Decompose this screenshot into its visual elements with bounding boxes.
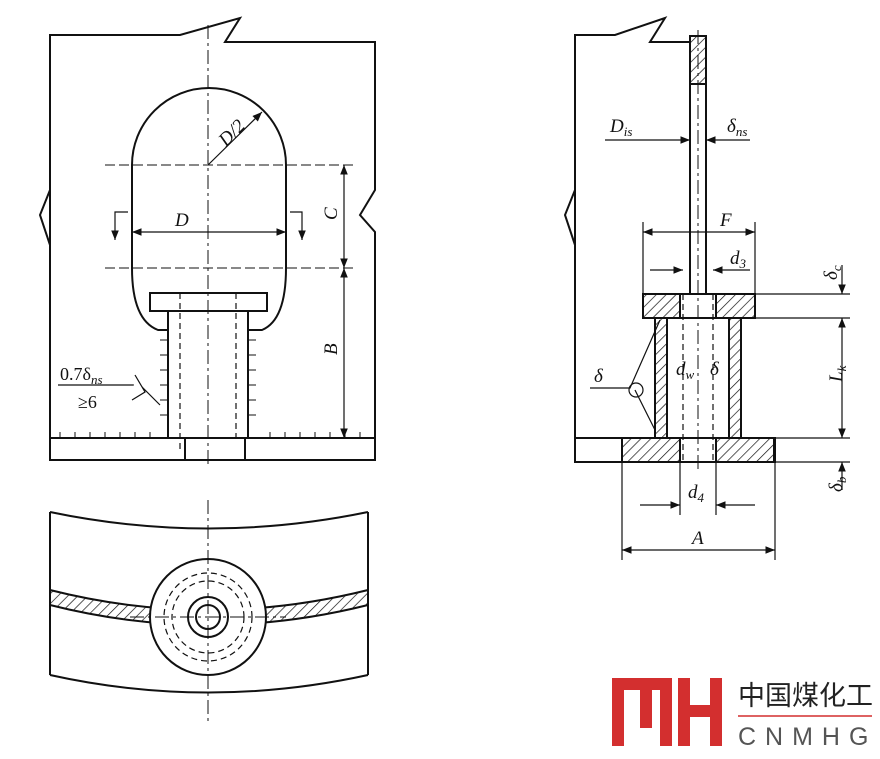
logo-chinese: 中国煤化工: [738, 681, 873, 712]
left-plan-view: [49, 500, 369, 725]
label-delta-ns: δns: [727, 116, 747, 139]
label-d: D: [174, 210, 189, 231]
right-view-labels: Dis δns F d3 δc Lk δb dw δ δ d4 A: [594, 116, 849, 549]
label-inner-delta: δ: [710, 359, 720, 380]
label-d4: d4: [688, 482, 705, 505]
bottom-boss: [184, 437, 246, 461]
label-a: A: [690, 528, 704, 549]
plan-outer-arc-top: [49, 511, 369, 530]
cnmhg-logo: 中国煤化工 CNMHG: [612, 678, 877, 751]
label-dw: dw: [676, 359, 695, 382]
label-delta-c: δc: [821, 265, 844, 280]
label-delta-b: δb: [826, 476, 849, 492]
plan-outer-arc-bottom: [49, 674, 369, 694]
label-weld-delta: δ: [594, 366, 604, 387]
label-b: B: [321, 343, 342, 355]
label-lk: Lk: [826, 365, 849, 383]
capsule-opening: [131, 87, 287, 331]
label-c: C: [321, 207, 342, 220]
weld-min-label: ≥6: [78, 392, 97, 412]
logo-english: CNMHG: [738, 723, 877, 751]
tube-weld-ticks: [160, 339, 256, 416]
label-d3: d3: [730, 248, 747, 271]
weld-label: 0.7δns: [60, 364, 103, 387]
label-dis: Dis: [609, 116, 632, 139]
label-f: F: [719, 210, 732, 231]
shell-outline-left: [38, 16, 376, 461]
shell-outline-right: [574, 16, 690, 245]
logo-mark: [612, 678, 722, 746]
right-section-view: [563, 16, 850, 560]
left-elevation-view: [38, 16, 376, 465]
